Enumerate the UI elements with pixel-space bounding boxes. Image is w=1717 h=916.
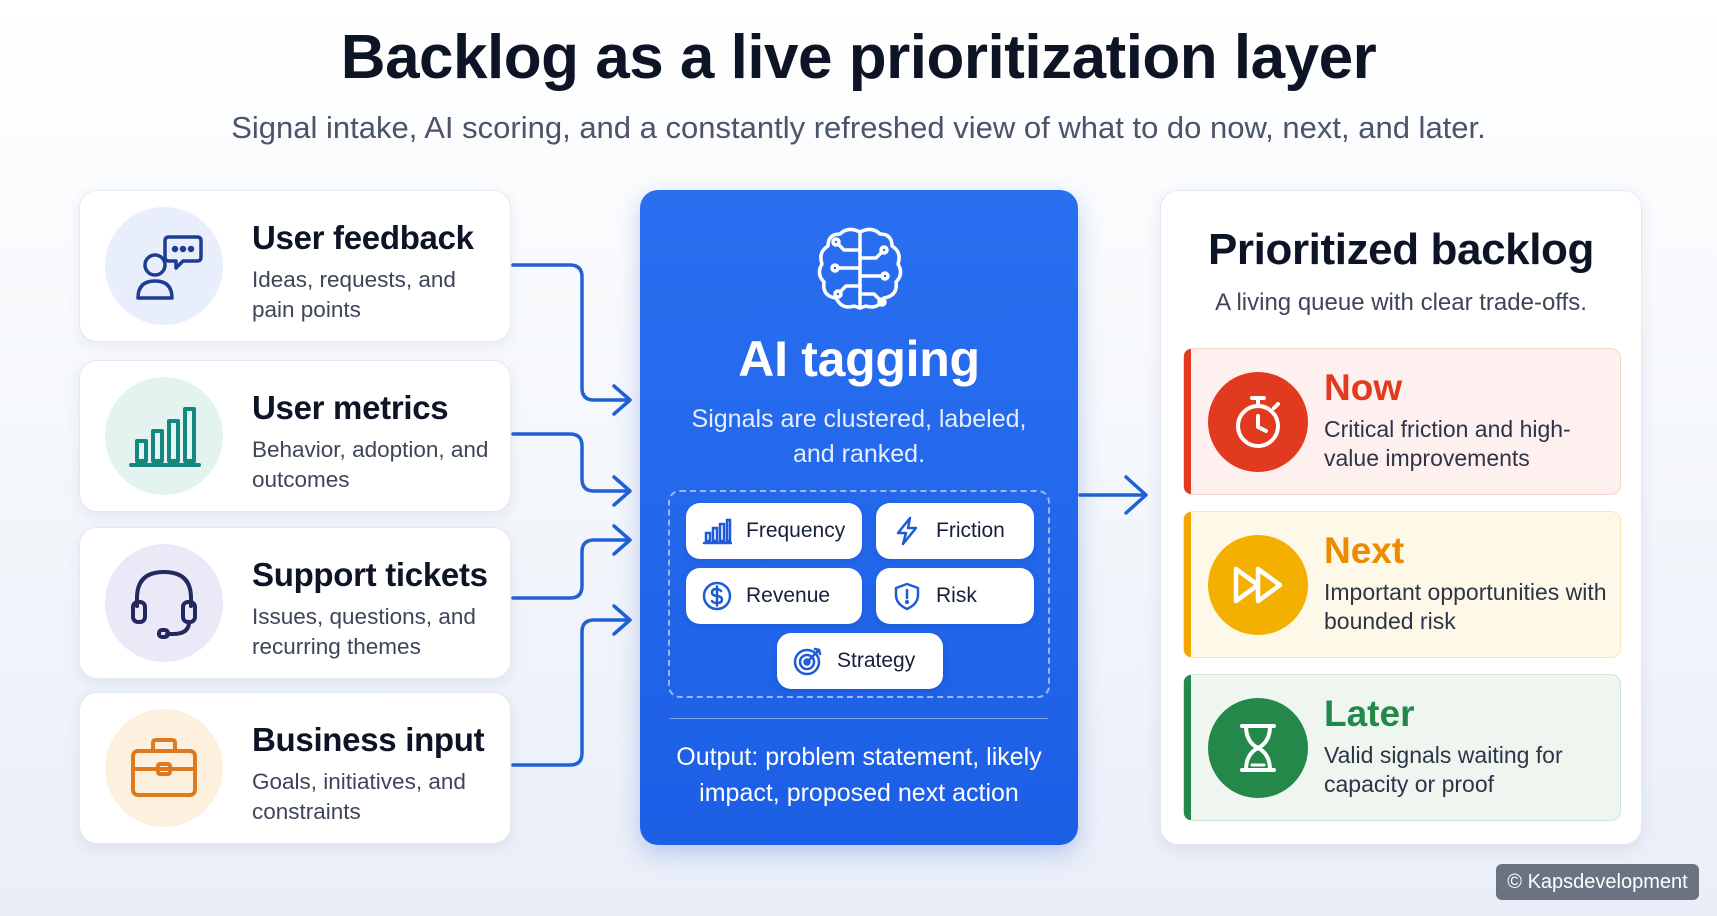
- ai-desc: Signals are clustered, labeled, and rank…: [691, 405, 1027, 468]
- tag-label: Risk: [936, 584, 977, 607]
- source-card-support-tickets: Support tickets Issues, questions, and r…: [79, 527, 511, 679]
- bar-chart-icon: [105, 377, 223, 495]
- page-subtitle: Signal intake, AI scoring, and a constan…: [231, 110, 1486, 145]
- tier-desc: Important opportunities with bounded ris…: [1324, 579, 1607, 634]
- source-card-business-input: Business input Goals, initiatives, and c…: [79, 692, 511, 844]
- source-desc: Goals, initiatives, and constraints: [252, 769, 466, 824]
- source-desc: Ideas, requests, and pain points: [252, 267, 456, 322]
- arrow-tickets-to-ai: [511, 538, 630, 600]
- page-title: Backlog as a live prioritization layer: [340, 23, 1377, 92]
- arrow-metrics-to-ai: [511, 432, 630, 493]
- source-desc: Behavior, adoption, and outcomes: [252, 437, 489, 492]
- tag-chip-strategy: Strategy: [777, 633, 943, 689]
- prioritized-backlog-panel: Prioritized backlog A living queue with …: [1160, 190, 1642, 845]
- tier-desc: Critical friction and high-value improve…: [1324, 416, 1571, 471]
- source-card-user-metrics: User metrics Behavior, adoption, and out…: [79, 360, 511, 512]
- tier-name: Later: [1324, 693, 1415, 734]
- brain-circuit-icon: [808, 218, 912, 322]
- dollar-icon: [700, 579, 734, 613]
- tag-chip-risk: Risk: [876, 568, 1034, 624]
- tier-accent-bar: [1184, 512, 1191, 657]
- source-card-user-feedback: User feedback Ideas, requests, and pain …: [79, 190, 511, 342]
- tag-chip-friction: Friction: [876, 503, 1034, 559]
- tag-group: [668, 490, 1050, 698]
- hourglass-icon: [1208, 698, 1308, 798]
- arrow-feedback-to-ai: [511, 263, 630, 402]
- tier-now: Now Critical friction and high-value imp…: [1183, 348, 1621, 495]
- source-desc: Issues, questions, and recurring themes: [252, 604, 476, 659]
- fast-forward-icon: [1208, 535, 1308, 635]
- tier-name: Now: [1324, 367, 1403, 408]
- tier-desc: Valid signals waiting for capacity or pr…: [1324, 742, 1563, 797]
- headset-icon: [105, 544, 223, 662]
- copyright-watermark: © Kapsdevelopment: [1496, 864, 1699, 900]
- source-title: Business input: [252, 721, 485, 758]
- tier-name: Next: [1324, 530, 1405, 571]
- tag-chip-revenue: Revenue: [686, 568, 862, 624]
- tag-label: Frequency: [746, 519, 846, 542]
- tag-label: Revenue: [746, 584, 831, 607]
- tier-next: Next Important opportunities with bounde…: [1183, 511, 1621, 658]
- backlog-title: Prioritized backlog: [1207, 225, 1595, 274]
- stopwatch-icon: [1208, 372, 1308, 472]
- source-title: Support tickets: [252, 556, 488, 593]
- ai-tagging-panel: AI tagging Signals are clustered, labele…: [640, 190, 1078, 845]
- ai-title: AI tagging: [738, 331, 980, 387]
- tag-label: Strategy: [837, 649, 916, 672]
- frequency-bars-icon: [700, 514, 734, 548]
- shield-icon: [890, 579, 924, 613]
- source-title: User feedback: [252, 219, 474, 256]
- ai-output: Output: problem statement, likely impact…: [676, 743, 1042, 807]
- tier-accent-bar: [1184, 349, 1191, 494]
- lightning-icon: [890, 514, 924, 548]
- backlog-desc: A living queue with clear trade-offs.: [1215, 289, 1587, 316]
- user-chat-icon: [105, 207, 223, 325]
- tag-label: Friction: [936, 519, 1005, 542]
- arrow-business-to-ai: [511, 618, 630, 767]
- briefcase-icon: [105, 709, 223, 827]
- source-title: User metrics: [252, 389, 449, 426]
- target-icon: [791, 644, 825, 678]
- tier-later: Later Valid signals waiting for capacity…: [1183, 674, 1621, 821]
- tier-accent-bar: [1184, 675, 1191, 820]
- tag-chip-frequency: Frequency: [686, 503, 862, 559]
- divider: [670, 718, 1048, 719]
